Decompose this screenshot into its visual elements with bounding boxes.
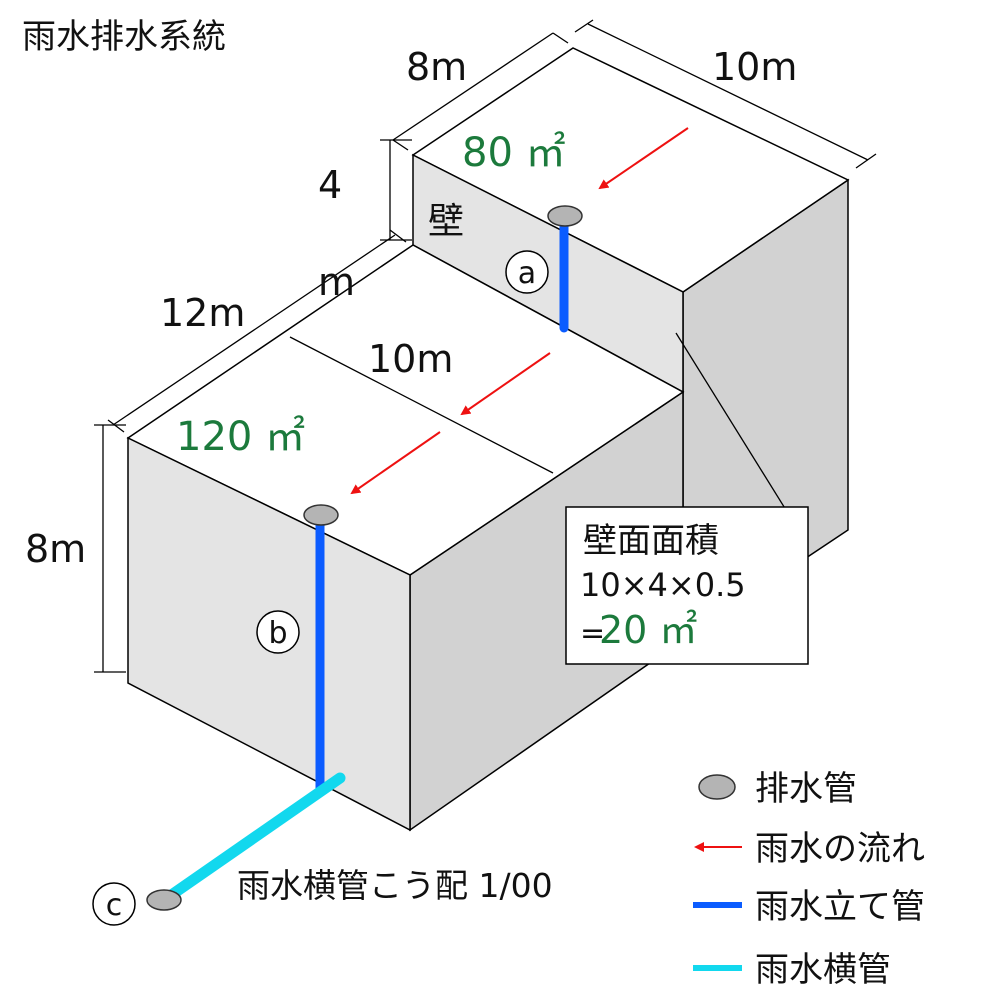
dim-wall-height-value: 4	[318, 163, 342, 207]
wall-area-callout: 壁面面積 10×4×0.5 = 20 ㎡	[565, 506, 809, 665]
dim-wall-height-unit: m	[318, 260, 355, 304]
legend-drain-icon	[698, 774, 736, 800]
slope-note: 雨水横管こう配 1/00	[237, 866, 553, 905]
callout-leader	[675, 332, 787, 511]
dim-lower-height: 8m	[25, 527, 86, 571]
callout-title: 壁面面積	[583, 521, 719, 561]
point-c-label: c	[106, 888, 123, 923]
dim-upper-length: 10m	[712, 45, 797, 89]
legend-label: 雨水横管	[755, 950, 891, 990]
flow-arrow	[598, 127, 689, 190]
point-b-marker	[256, 610, 300, 654]
legend-label: 排水管	[755, 769, 857, 809]
drain-c-icon	[146, 889, 182, 911]
upper-roof-area: 80 ㎡	[462, 130, 566, 176]
horizontal-pipe	[164, 772, 346, 902]
callout-formula: 10×4×0.5	[580, 566, 746, 604]
flow-arrow	[350, 431, 441, 495]
point-c-marker	[92, 882, 136, 926]
flow-arrow	[460, 352, 551, 416]
flow-arrows	[350, 127, 689, 495]
point-a-label: a	[518, 256, 536, 291]
legend-label: 雨水立て管	[755, 887, 925, 927]
diagram-title: 雨水排水系統	[22, 17, 226, 57]
lower-roof-area: 120 ㎡	[176, 414, 305, 460]
drain-a-icon	[547, 205, 583, 227]
callout-result: 20 ㎡	[599, 608, 697, 652]
point-b-label: b	[268, 616, 287, 651]
dimension-lines	[94, 19, 877, 673]
dim-upper-width: 8m	[406, 45, 467, 89]
dim-lower-width: 12m	[160, 291, 245, 335]
point-a-marker	[505, 250, 549, 294]
legend: 排水管 雨水の流れ 雨水立て管 雨水横管	[693, 769, 925, 990]
legend-label: 雨水の流れ	[755, 829, 925, 869]
drain-b-icon	[303, 504, 339, 526]
callout-result-prefix: =	[580, 616, 605, 651]
wall-label: 壁	[428, 201, 464, 242]
dim-lower-length: 10m	[368, 337, 453, 381]
